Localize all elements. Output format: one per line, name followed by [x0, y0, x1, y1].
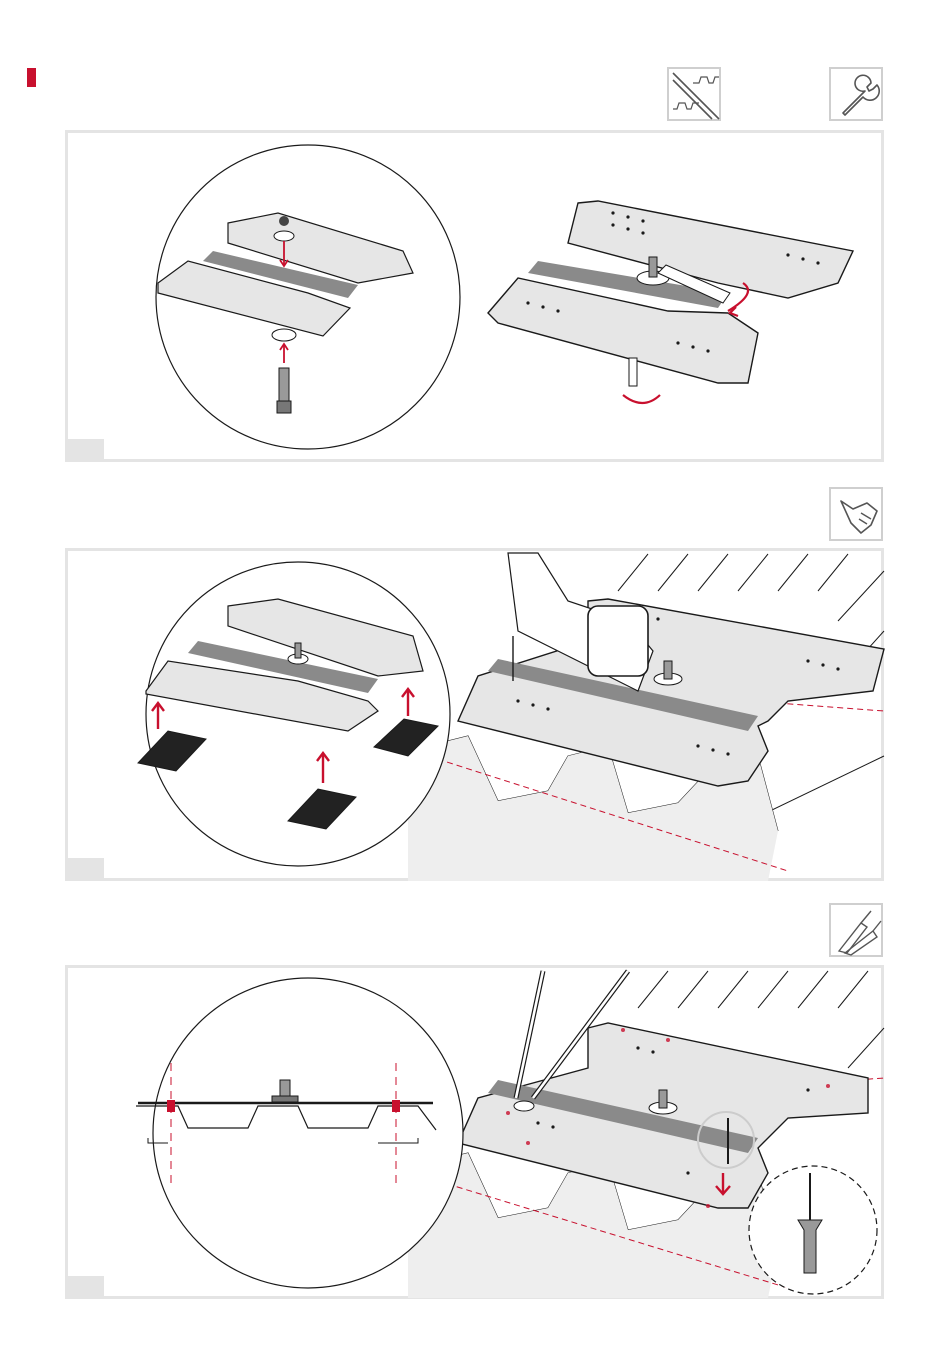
- section-marker: [27, 68, 36, 87]
- step-3-number-tab: [68, 1276, 104, 1296]
- step-2-number-tab: [68, 858, 104, 878]
- step-1-panel: [65, 130, 884, 462]
- drill-icon: [829, 487, 883, 541]
- rivet-gun-icon: [829, 903, 883, 957]
- step-3-panel: [65, 965, 884, 1299]
- wrench-icon: [829, 67, 883, 121]
- step-3-illustration: [68, 968, 887, 1302]
- step-1-number-tab: [68, 439, 104, 459]
- roof-profile-icon: [667, 67, 721, 121]
- step-2-panel: [65, 548, 884, 881]
- step-1-illustration: [68, 133, 887, 465]
- step-2-illustration: [68, 551, 887, 884]
